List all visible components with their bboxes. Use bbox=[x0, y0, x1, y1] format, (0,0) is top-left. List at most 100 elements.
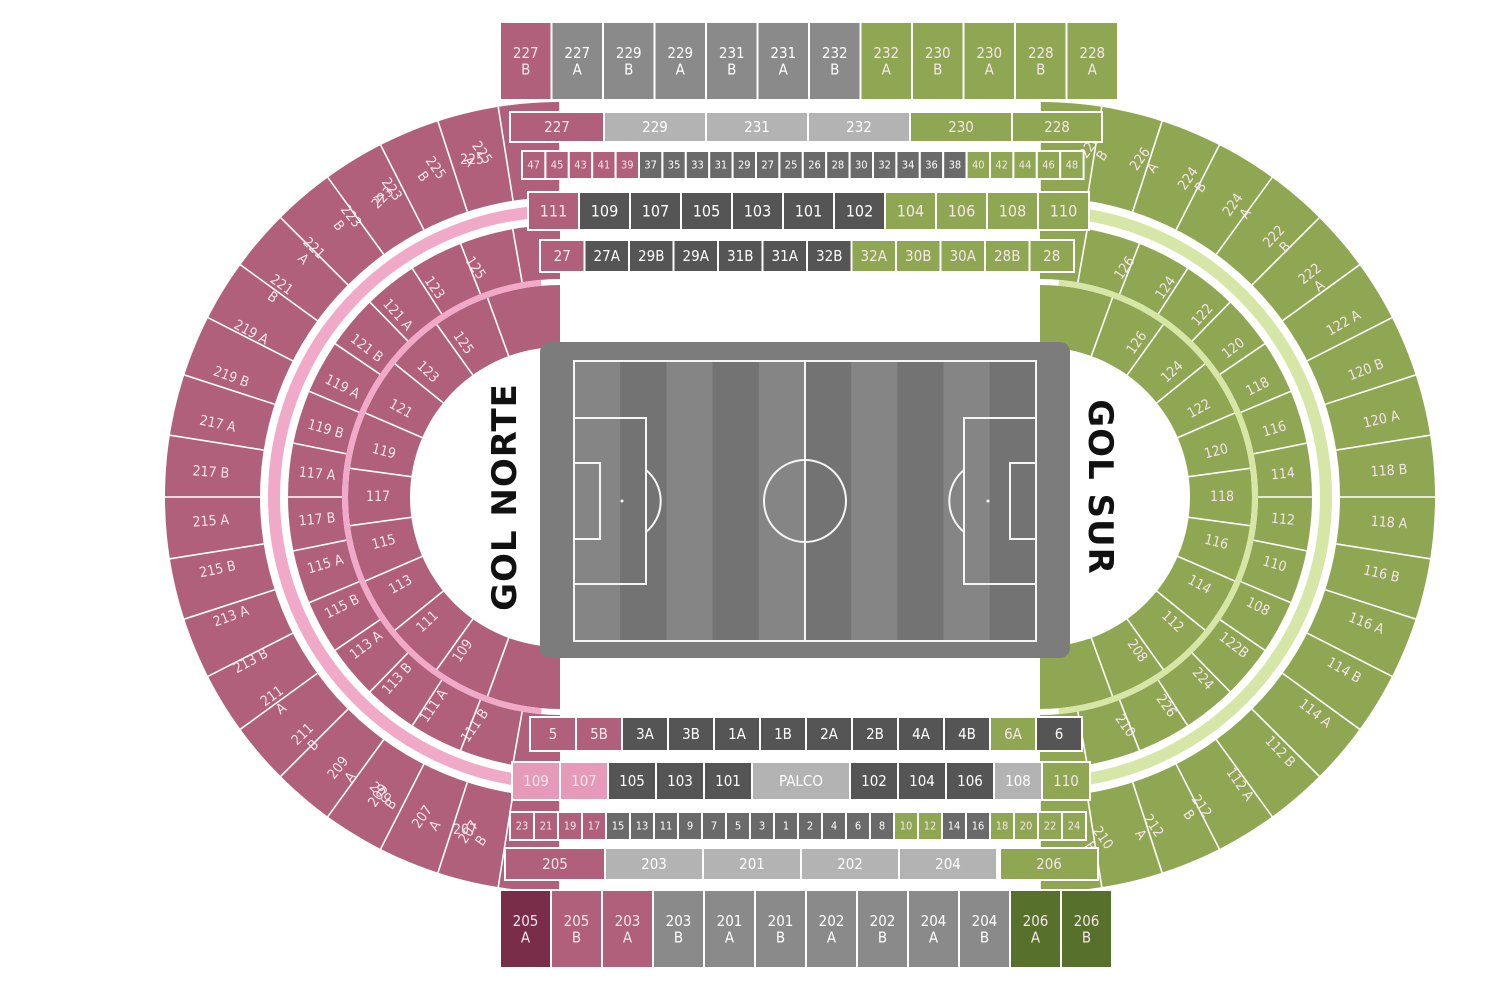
section-label-217b: 217 B bbox=[192, 463, 230, 482]
section-206b[interactable] bbox=[1060, 889, 1113, 969]
section-4b[interactable] bbox=[943, 716, 991, 752]
section-label-217a: 217 A bbox=[198, 413, 238, 436]
divider-line bbox=[486, 297, 510, 357]
section-109s[interactable] bbox=[511, 761, 561, 801]
section-label-201: 201 bbox=[739, 855, 765, 873]
section-228b[interactable] bbox=[1014, 21, 1068, 101]
section-231[interactable] bbox=[705, 111, 809, 143]
section-12[interactable] bbox=[917, 811, 943, 841]
section-label-108n: 108 bbox=[999, 202, 1026, 221]
section-6[interactable] bbox=[1035, 716, 1083, 752]
pink-middle-tier bbox=[288, 225, 560, 769]
section-label-4b: 4B bbox=[958, 725, 976, 743]
pink-upper-tier bbox=[165, 102, 560, 892]
section-29b[interactable] bbox=[628, 239, 675, 273]
section-107s[interactable] bbox=[559, 761, 609, 801]
section-label-106s: 106 bbox=[957, 772, 983, 790]
section-5s[interactable] bbox=[725, 811, 751, 841]
divider-line bbox=[1188, 516, 1251, 527]
section-label-104s: 104 bbox=[909, 772, 935, 790]
section-28b[interactable] bbox=[984, 239, 1031, 273]
section-2[interactable] bbox=[797, 811, 823, 841]
section-111n[interactable] bbox=[527, 191, 580, 231]
section-4a[interactable] bbox=[897, 716, 945, 752]
section-227a[interactable] bbox=[550, 21, 604, 101]
divider-line bbox=[327, 739, 385, 818]
section-232a[interactable] bbox=[859, 21, 913, 101]
section-31a[interactable] bbox=[761, 239, 808, 273]
section-227[interactable] bbox=[509, 111, 605, 143]
section-110n[interactable] bbox=[1037, 191, 1090, 231]
section-48[interactable] bbox=[1059, 150, 1085, 180]
section-14[interactable] bbox=[941, 811, 967, 841]
section-202b[interactable] bbox=[856, 889, 909, 969]
section-8[interactable] bbox=[869, 811, 895, 841]
section-label-10: 10 bbox=[900, 820, 913, 833]
section-204b[interactable] bbox=[958, 889, 1011, 969]
section-229b[interactable] bbox=[602, 21, 656, 101]
aisle-arc bbox=[268, 206, 536, 788]
section-3[interactable] bbox=[749, 811, 775, 841]
divider-line bbox=[1240, 580, 1291, 604]
section-205a[interactable] bbox=[499, 889, 552, 969]
section-201a[interactable] bbox=[703, 889, 756, 969]
section-30b[interactable] bbox=[895, 239, 942, 273]
section-204a[interactable] bbox=[907, 889, 960, 969]
section-2b[interactable] bbox=[851, 716, 899, 752]
divider-line bbox=[497, 106, 514, 201]
section-4[interactable] bbox=[821, 811, 847, 841]
section-228a[interactable] bbox=[1065, 21, 1119, 101]
section-106s[interactable] bbox=[945, 761, 995, 801]
section-27a[interactable] bbox=[583, 239, 630, 273]
section-108s[interactable] bbox=[993, 761, 1043, 801]
section-24[interactable] bbox=[1061, 811, 1087, 841]
section-label-2b: 2B bbox=[866, 725, 884, 743]
section-103n[interactable] bbox=[731, 191, 784, 231]
section-231a[interactable] bbox=[756, 21, 810, 101]
section-label-30a: 30A bbox=[950, 247, 977, 265]
section-28l[interactable] bbox=[1028, 239, 1075, 273]
section-230b[interactable] bbox=[911, 21, 965, 101]
section-204[interactable] bbox=[898, 847, 998, 881]
section-label-31a: 31A bbox=[772, 247, 799, 265]
section-206[interactable] bbox=[999, 847, 1099, 881]
section-232[interactable] bbox=[807, 111, 911, 143]
section-label-112a: 112 bbox=[1270, 511, 1295, 529]
section-11[interactable] bbox=[653, 811, 679, 841]
section-6a[interactable] bbox=[989, 716, 1037, 752]
section-3b[interactable] bbox=[667, 716, 715, 752]
section-2a[interactable] bbox=[805, 716, 853, 752]
section-label-116b: 116 B bbox=[1362, 562, 1401, 586]
section-110s[interactable] bbox=[1041, 761, 1091, 801]
section-23[interactable] bbox=[509, 811, 535, 841]
section-230[interactable] bbox=[909, 111, 1013, 143]
section-18[interactable] bbox=[989, 811, 1015, 841]
section-17[interactable] bbox=[581, 811, 607, 841]
section-32a[interactable] bbox=[850, 239, 897, 273]
section-label-207: 207 bbox=[453, 822, 477, 838]
section-label-42: 42 bbox=[995, 159, 1008, 172]
section-19[interactable] bbox=[557, 811, 583, 841]
section-101n[interactable] bbox=[782, 191, 835, 231]
section-202a[interactable] bbox=[805, 889, 858, 969]
section-229a[interactable] bbox=[653, 21, 707, 101]
section-203[interactable] bbox=[604, 847, 704, 881]
section-10[interactable] bbox=[893, 811, 919, 841]
section-230a[interactable] bbox=[962, 21, 1016, 101]
section-label-41: 41 bbox=[598, 159, 611, 172]
section-228[interactable] bbox=[1011, 111, 1103, 143]
section-104s[interactable] bbox=[897, 761, 947, 801]
section-16[interactable] bbox=[965, 811, 991, 841]
section-206a[interactable] bbox=[1009, 889, 1062, 969]
section-227b[interactable] bbox=[499, 21, 553, 101]
section-30a[interactable] bbox=[939, 239, 986, 273]
section-101s[interactable] bbox=[703, 761, 753, 801]
section-203b[interactable] bbox=[652, 889, 705, 969]
divider-line bbox=[379, 763, 425, 850]
section-label-1: 1 bbox=[783, 820, 789, 833]
section-108n[interactable] bbox=[986, 191, 1039, 231]
section-203a[interactable] bbox=[601, 889, 654, 969]
section-232b[interactable] bbox=[808, 21, 862, 101]
